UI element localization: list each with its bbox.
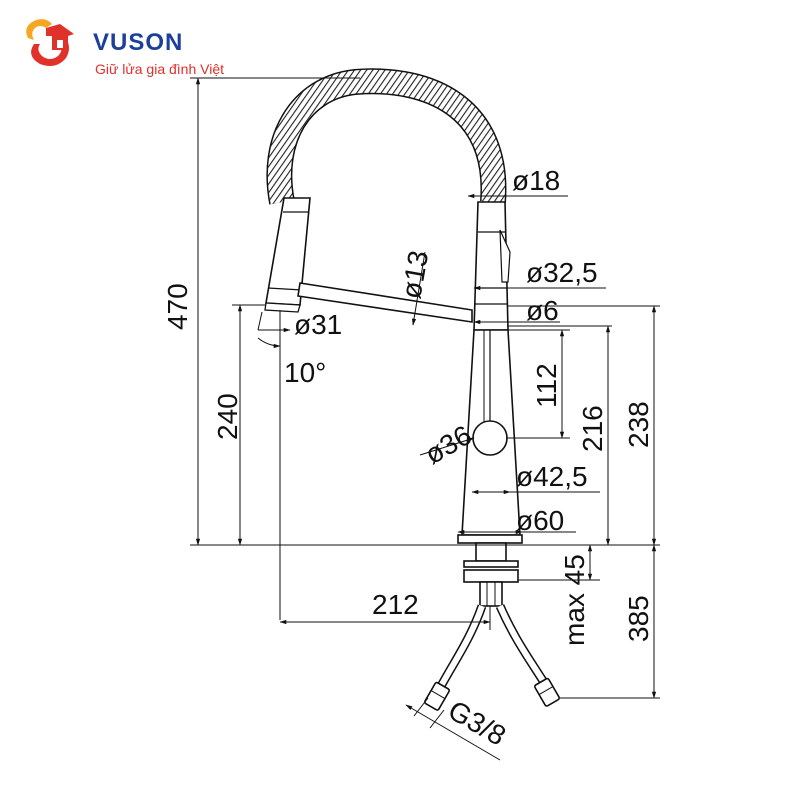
faucet [264,68,560,711]
brand-logo: VUSON Giữ lửa gia đình Việt [26,19,224,77]
dim-upper-body-diameter: ø32,5 [526,257,598,288]
supply-hoses [424,604,560,711]
base-plate [457,534,523,607]
handle-knob [472,420,508,456]
dimension-labels: 470 240 10° ø31 ø18 ø13 ø32,5 ø6 112 216… [162,165,654,752]
upper-body [473,201,511,331]
dim-joint-diameter: ø6 [526,295,559,326]
house-flame-icon [26,19,74,66]
dim-body-height-216: 216 [577,405,608,452]
dimension-lines [190,77,660,761]
dim-total-height: 470 [162,283,193,330]
dim-spout-height: 240 [212,393,243,440]
swivel-arm [297,282,473,323]
dim-reach: 212 [372,589,419,620]
dim-handle-height: 112 [531,363,562,408]
dim-hose-diameter: ø18 [512,165,560,196]
brand-name: VUSON [93,29,183,56]
brand-tagline: Giữ lửa gia đình Việt [95,61,224,77]
dim-body-height-238: 238 [623,401,654,448]
spray-head [264,197,311,313]
dim-max-deck: max 45 [559,554,590,646]
dim-below-deck: 385 [623,595,654,642]
dim-arm-diameter: ø13 [395,248,434,301]
dim-spout-angle: 10° [284,357,326,388]
dim-spout-head-diameter: ø31 [294,309,342,340]
dim-base-diameter: ø60 [516,505,564,536]
dim-thread: G3/8 [443,694,511,751]
dim-body-diameter: ø42,5 [516,461,588,492]
